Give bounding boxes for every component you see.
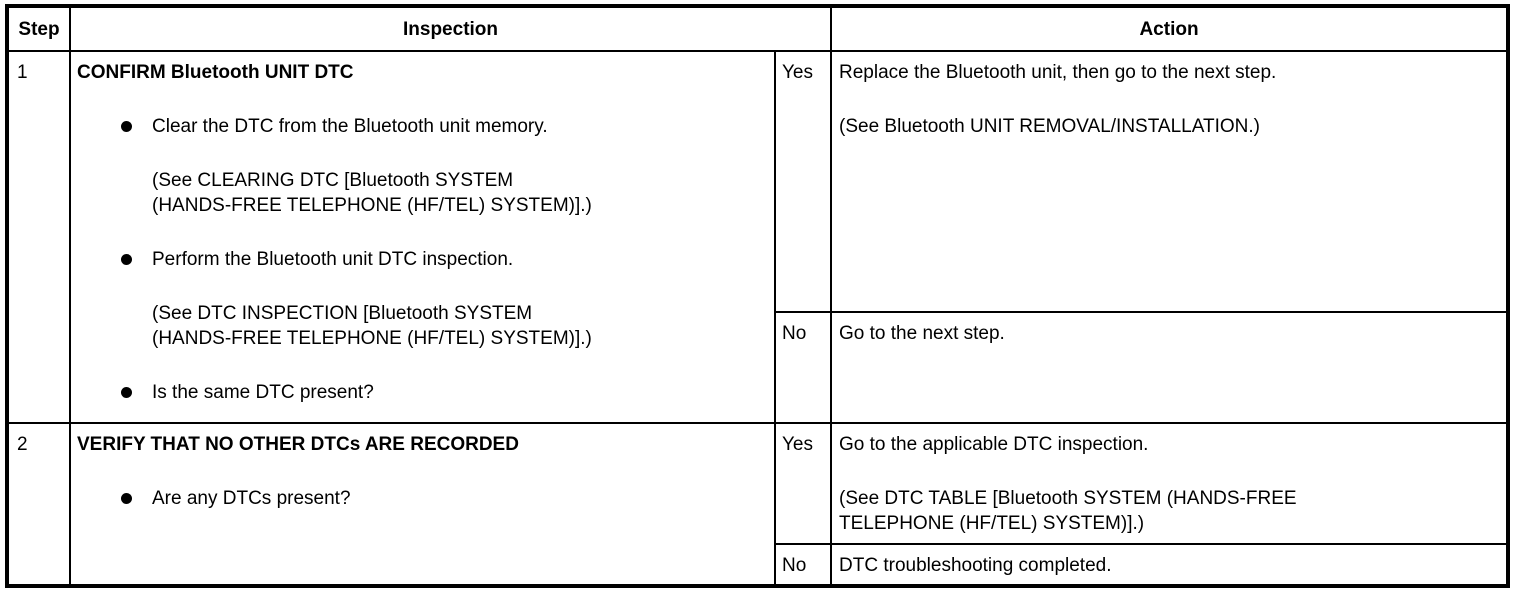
note-line: TELEPHONE (HF/TEL) SYSTEM)].)	[839, 513, 1145, 534]
see-reference-note: (See Bluetooth UNIT REMOVAL/INSTALLATION…	[839, 116, 1260, 137]
table-row-step1-yes: 1 CONFIRM Bluetooth UNIT DTC Clear the D…	[6, 50, 1510, 424]
step2-inspection-title: VERIFY THAT NO OTHER DTCs ARE RECORDED	[77, 434, 519, 455]
note-line: (HANDS-FREE TELEPHONE (HF/TEL) SYSTEM)].…	[152, 328, 592, 349]
table-row-step1-no: No Go to the next step.	[7, 311, 1510, 424]
step2-yes-label: Yes	[773, 422, 833, 545]
step2-number: 2	[6, 422, 71, 587]
note-line: (See CLEARING DTC [Bluetooth SYSTEM	[152, 170, 514, 191]
bullet-icon	[121, 121, 132, 132]
bullet-item: Clear the DTC from the Bluetooth unit me…	[121, 114, 767, 139]
step1-number: 1	[6, 50, 71, 424]
bullet-text: Clear the DTC from the Bluetooth unit me…	[152, 116, 548, 137]
bullet-icon	[121, 387, 132, 398]
step1-no-action-cell: Go to the next step.	[830, 311, 1510, 424]
table-row-step2-no: No DTC troubleshooting completed.	[7, 543, 1510, 587]
action-text: DTC troubleshooting completed.	[839, 555, 1112, 576]
bullet-item: Is the same DTC present?	[121, 380, 767, 405]
action-text: Replace the Bluetooth unit, then go to t…	[839, 62, 1277, 83]
col-header-step: Step	[6, 5, 71, 52]
see-reference-note: (See DTC INSPECTION [Bluetooth SYSTEM (H…	[152, 301, 767, 351]
note-line: (See DTC TABLE [Bluetooth SYSTEM (HANDS-…	[839, 488, 1297, 509]
see-reference-note: (See CLEARING DTC [Bluetooth SYSTEM (HAN…	[152, 168, 767, 218]
step1-yes-action-cell: Replace the Bluetooth unit, then go to t…	[830, 50, 1510, 313]
bullet-icon	[121, 493, 132, 504]
step1-inspection-cell: CONFIRM Bluetooth UNIT DTC Clear the DTC…	[69, 50, 776, 424]
bullet-text: Are any DTCs present?	[152, 488, 351, 509]
note-line: (HANDS-FREE TELEPHONE (HF/TEL) SYSTEM)].…	[152, 195, 592, 216]
dtc-troubleshooting-table: Step Inspection Action 1 CONFIRM Bluetoo…	[5, 4, 1511, 588]
header-row: Step Inspection Action	[6, 5, 1510, 52]
col-header-inspection: Inspection	[68, 5, 833, 52]
col-header-action: Action	[830, 5, 1510, 52]
action-text: Go to the next step.	[839, 323, 1005, 344]
step1-yes-label: Yes	[773, 50, 833, 313]
step2-no-action-cell: DTC troubleshooting completed.	[830, 543, 1510, 587]
note-line: (See DTC INSPECTION [Bluetooth SYSTEM	[152, 303, 533, 324]
bullet-item: Perform the Bluetooth unit DTC inspectio…	[121, 247, 767, 272]
see-reference-note: (See DTC TABLE [Bluetooth SYSTEM (HANDS-…	[839, 486, 1499, 536]
bullet-text: Is the same DTC present?	[152, 382, 374, 403]
table-row-step2-yes: 2 VERIFY THAT NO OTHER DTCs ARE RECORDED…	[6, 422, 1510, 587]
manual-page: Step Inspection Action 1 CONFIRM Bluetoo…	[5, 4, 1511, 588]
step2-no-label: No	[773, 543, 833, 587]
bullet-item: Are any DTCs present?	[121, 486, 767, 511]
step1-no-label: No	[773, 311, 833, 424]
step2-inspection-cell: VERIFY THAT NO OTHER DTCs ARE RECORDED A…	[69, 422, 776, 587]
bullet-text: Perform the Bluetooth unit DTC inspectio…	[152, 249, 514, 270]
step2-yes-action-cell: Go to the applicable DTC inspection. (Se…	[830, 422, 1510, 545]
bullet-icon	[121, 254, 132, 265]
action-text: Go to the applicable DTC inspection.	[839, 434, 1149, 455]
step1-inspection-title: CONFIRM Bluetooth UNIT DTC	[77, 62, 354, 83]
